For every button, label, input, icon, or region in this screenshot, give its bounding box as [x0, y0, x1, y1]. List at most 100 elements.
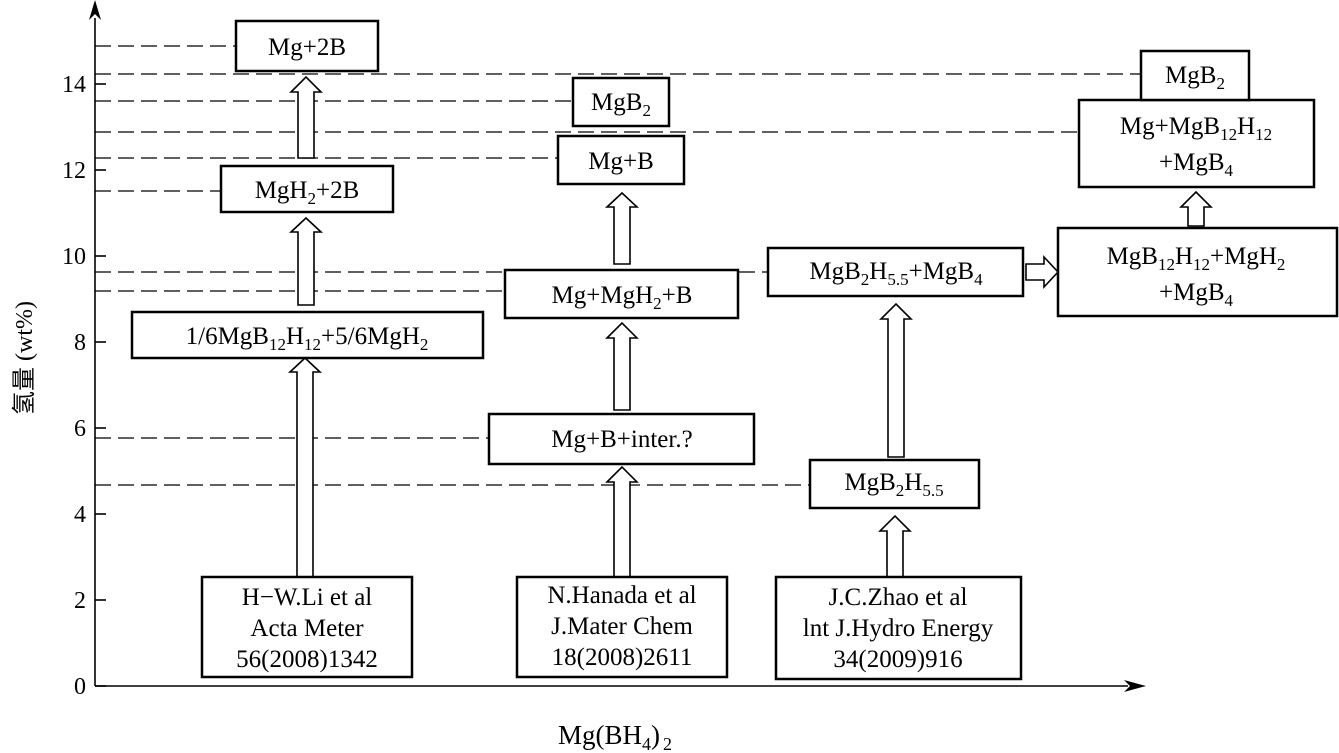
li-step3-box: [234, 19, 380, 73]
zhao-step5-box: [1139, 49, 1251, 102]
formula-subscript: 12: [1255, 125, 1272, 144]
zhao-arrow-source-to-step1: [878, 514, 912, 578]
zhao-step4-line2: +MgB4: [1159, 149, 1234, 180]
axes: 0 2 4 6 8 10 12 14 氢量 (wt%) Mg(BH4)2: [11, 0, 1146, 753]
zhao-step1-box: [808, 458, 981, 510]
hanada-arrow-step2-to-step3: [604, 191, 640, 265]
formula-subscript: 4: [1225, 291, 1234, 310]
hanada-step3-label: Mg+B: [588, 148, 654, 175]
hanada-arrow-source-to-step1: [605, 465, 639, 578]
formula-text: Mg+B: [588, 148, 654, 175]
zhao-source-line1: J.C.Zhao et al: [829, 584, 968, 611]
formula-text: Mg+2B: [268, 34, 346, 61]
y-tick-label: 2: [74, 588, 86, 614]
formula-subscript: 4: [1225, 161, 1234, 180]
formula-text: 1/6MgB: [186, 323, 269, 350]
y-tick-label: 14: [62, 72, 86, 98]
formula-text: MgB: [809, 258, 860, 285]
formula-subscript: 2: [653, 294, 662, 313]
y-tick-label: 8: [74, 330, 86, 356]
formula-subscript: 2: [420, 335, 429, 354]
formula-text: H: [286, 323, 304, 350]
zhao-step2-label: MgB2H5.5+MgB4: [809, 258, 983, 289]
formula-subscript: 12: [1220, 125, 1237, 144]
y-axis-arrowhead: [89, 0, 101, 20]
formula-subscript: 12: [304, 335, 321, 354]
zhao-step4-box: [1077, 98, 1316, 189]
formula-subscript: 2: [308, 189, 317, 208]
zhao-source-line3: 34(2009)916: [833, 646, 962, 673]
zhao-step4-line1: Mg+MgB12H12: [1120, 113, 1272, 144]
formula-text: MgB: [844, 469, 895, 496]
column-li: H−W.Li et al Acta Meter 56(2008)1342 1/6…: [130, 19, 485, 679]
hanada-source-line3: 18(2008)2611: [552, 644, 693, 671]
y-axis-label: 氢量 (wt%): [11, 301, 38, 415]
zhao-step3-line1: MgB12H12+MgH2: [1107, 243, 1286, 274]
zhao-step3-box: [1056, 226, 1339, 318]
zhao-source-box: [774, 575, 1023, 681]
formula-text: H: [1175, 243, 1193, 270]
y-tick-label: 12: [62, 158, 86, 184]
hanada-source-line1: N.Hanada et al: [547, 582, 696, 609]
formula-subscript: 2: [1277, 255, 1286, 274]
formula-subscript: 2: [861, 270, 870, 289]
y-tick-label: 0: [74, 674, 86, 700]
formula-subscript: 2: [896, 481, 905, 500]
hanada-step4-box: [571, 76, 671, 128]
zhao-arrow-step1-to-step2: [879, 302, 913, 458]
hanada-source-box: [515, 575, 729, 679]
formula-text: +5/6MgH: [321, 323, 420, 350]
hanada-step1-label: Mg+B+inter.?: [551, 426, 692, 453]
hanada-step1-box: [487, 412, 756, 466]
formula-text: MgB: [1107, 243, 1158, 270]
formula-text: H: [1237, 113, 1255, 140]
hanada-step3-box: [556, 134, 686, 186]
formula-text: +2B: [316, 177, 359, 204]
hanada-step2-label: Mg+MgH2+B: [552, 282, 693, 313]
li-arrow-source-to-step1: [287, 356, 323, 578]
x-axis-label: Mg(BH4)2: [558, 720, 672, 753]
formula-text: +B: [662, 282, 693, 309]
li-step2-label: MgH2+2B: [255, 177, 360, 208]
li-step1-label: 1/6MgB12H12+5/6MgH2: [186, 323, 429, 354]
column-hanada: N.Hanada et al J.Mater Chem 18(2008)2611…: [487, 76, 756, 679]
formula-text: H: [904, 469, 922, 496]
hanada-step2-box: [503, 268, 740, 320]
hanada-source-line2: J.Mater Chem: [551, 613, 693, 640]
zhao-source-line2: lnt J.Hydro Energy: [803, 615, 994, 642]
formula-text: +MgB: [909, 258, 975, 285]
zhao-step5-label: MgB2: [1165, 62, 1225, 93]
formula-text: +MgB: [1159, 149, 1225, 176]
zhao-step3-line2: +MgB4: [1159, 279, 1234, 310]
li-source-line1: H−W.Li et al: [242, 584, 373, 611]
formula-text: Mg+MgB: [1120, 113, 1220, 140]
formula-subscript: 2: [642, 101, 651, 120]
formula-text: MgB: [591, 89, 642, 116]
li-arrow-step2-to-step3: [289, 75, 323, 159]
formula-subscript: 4: [974, 270, 983, 289]
li-source-box: [200, 575, 414, 679]
zhao-arrow-step2-to-step3: [1025, 254, 1060, 290]
formula-subscript: 5.5: [922, 481, 943, 500]
formula-text: +MgB: [1159, 279, 1225, 306]
y-tick-label: 10: [62, 244, 86, 270]
formula-subscript: 12: [1193, 255, 1210, 274]
formula-subscript: 12: [269, 335, 286, 354]
arrows: [287, 75, 1213, 578]
formula-text: +MgH: [1210, 243, 1277, 270]
formula-text: H: [869, 258, 887, 285]
y-tick-label: 4: [74, 502, 86, 528]
li-step1-box: [130, 310, 485, 360]
li-source-line2: Acta Meter: [250, 615, 364, 642]
li-step2-box: [219, 164, 395, 214]
formula-text: Mg+MgH: [552, 282, 654, 309]
zhao-step1-label: MgB2H5.5: [844, 469, 943, 500]
formula-text: Mg+B+inter.?: [551, 426, 692, 453]
column-zhao: J.C.Zhao et al lnt J.Hydro Energy 34(200…: [766, 49, 1339, 681]
formula-subscript: 5.5: [887, 270, 908, 289]
hanada-arrow-step1-to-step2: [605, 321, 639, 411]
formula-text: MgB: [1165, 62, 1216, 89]
formula-text: MgH: [255, 177, 308, 204]
zhao-arrow-step3-to-step4: [1179, 190, 1213, 227]
